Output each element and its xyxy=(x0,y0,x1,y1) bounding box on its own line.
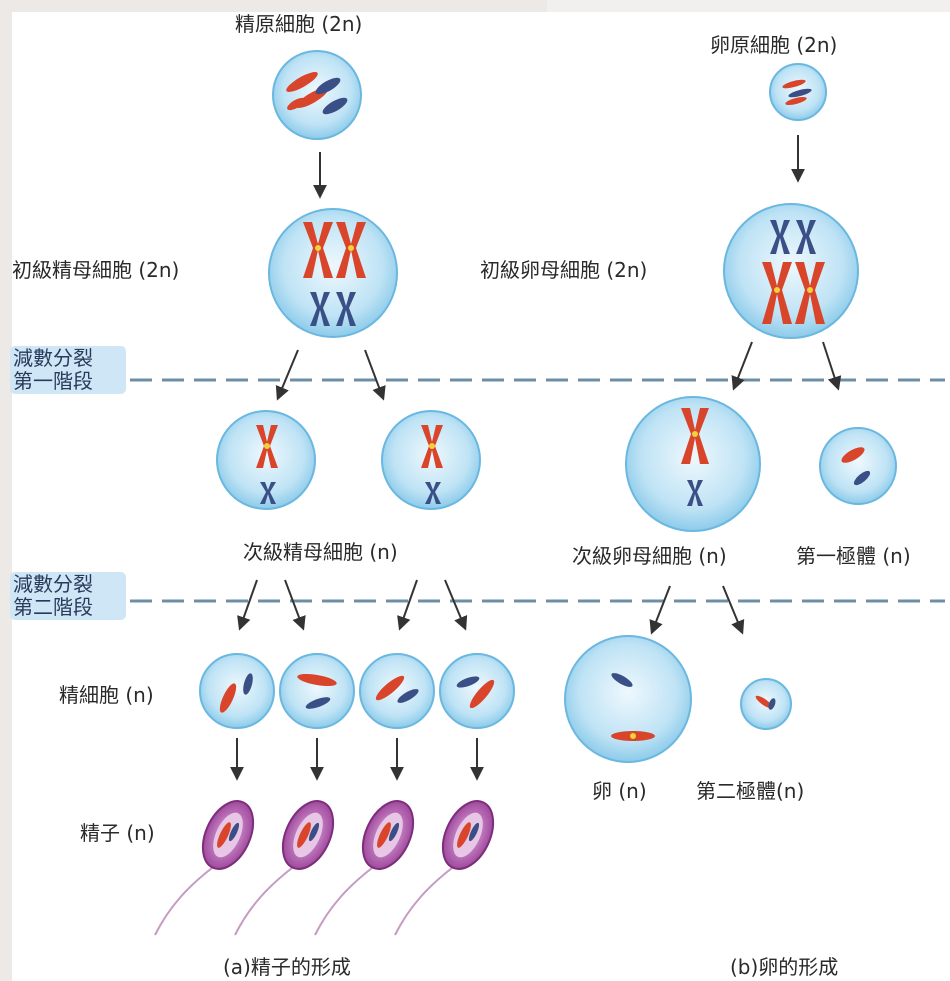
caption-egg-formation: (b)卵的形成 xyxy=(730,951,838,980)
label-egg: 卵 (n) xyxy=(592,779,647,803)
spermatid-2 xyxy=(280,654,354,728)
caption-sperm-formation: (a)精子的形成 xyxy=(223,951,351,980)
label-first-polar-body: 第一極體 (n) xyxy=(796,544,911,568)
spermatid-1 xyxy=(200,654,274,728)
stage-meiosis-2-line1: 減數分裂 xyxy=(13,573,123,596)
first-polar-body-cell xyxy=(820,428,896,504)
arrow-secondary-oocyte-to-second-polar-body xyxy=(723,586,742,632)
primary-spermatocyte-cell xyxy=(269,209,397,337)
oogonium-cell xyxy=(770,64,826,120)
secondary-spermatocyte-right xyxy=(382,411,480,509)
stage-meiosis-1: 減數分裂 第一階段 xyxy=(10,346,126,394)
arrow-sec-right-to-spermatid-3 xyxy=(400,580,417,628)
stage-meiosis-1-line1: 減數分裂 xyxy=(13,347,123,370)
arrow-sec-left-to-spermatid-1 xyxy=(240,580,257,628)
label-second-polar-body: 第二極體(n) xyxy=(696,779,804,803)
spermatid-4 xyxy=(440,654,514,728)
secondary-oocyte-cell xyxy=(626,397,760,531)
stage-meiosis-2-line2: 第二階段 xyxy=(13,596,123,619)
arrow-secondary-oocyte-to-egg xyxy=(652,586,670,632)
stage-meiosis-1-line2: 第一階段 xyxy=(13,370,123,393)
label-secondary-oocyte: 次級卵母細胞 (n) xyxy=(572,544,727,568)
label-secondary-spermatocyte: 次級精母細胞 (n) xyxy=(243,540,398,564)
label-spermatogonium: 精原細胞 (2n) xyxy=(235,12,362,36)
egg-cell xyxy=(565,636,691,762)
label-oogonium: 卵原細胞 (2n) xyxy=(710,33,837,57)
second-polar-body-cell xyxy=(741,679,791,729)
arrow-primary-to-secondary-left xyxy=(278,350,298,398)
arrow-sec-left-to-spermatid-2 xyxy=(285,580,303,628)
spermatogonium-cell xyxy=(273,51,361,139)
spermatid-3 xyxy=(360,654,434,728)
arrow-primary-to-first-polar-body xyxy=(823,342,838,388)
label-primary-spermatocyte: 初級精母細胞 (2n) xyxy=(12,258,179,282)
secondary-spermatocyte-left xyxy=(217,411,315,509)
label-spermatid: 精細胞 (n) xyxy=(59,683,154,707)
label-primary-oocyte: 初級卵母細胞 (2n) xyxy=(480,258,647,282)
arrow-sec-right-to-spermatid-4 xyxy=(445,580,465,628)
arrow-primary-to-secondary-right xyxy=(365,350,383,398)
primary-oocyte-cell xyxy=(724,204,858,338)
label-sperm: 精子 (n) xyxy=(80,821,155,845)
stage-meiosis-2: 減數分裂 第二階段 xyxy=(10,572,126,620)
